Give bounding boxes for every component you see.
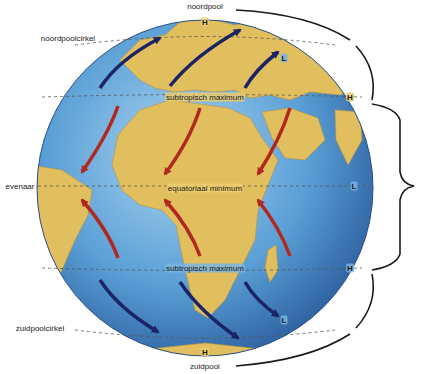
map-label: zuidpool	[189, 362, 221, 371]
map-label: H	[201, 348, 209, 357]
map-label: L	[351, 182, 358, 191]
map-label: evenaar	[5, 182, 36, 191]
map-label: L	[281, 316, 288, 325]
map-label: L	[281, 54, 288, 63]
latitude-lines	[38, 37, 372, 339]
map-label: equatoriaal minimum	[167, 184, 243, 193]
map-label: H	[201, 18, 209, 27]
continents	[30, 18, 365, 374]
westerly-winds	[100, 30, 278, 338]
map-label: subtropisch maximum	[165, 93, 245, 102]
trade-winds	[82, 106, 290, 258]
map-label: H	[346, 264, 354, 273]
map-label: noordpoolcirkel	[40, 34, 96, 43]
map-label: zuidpoolcirkel	[15, 324, 65, 333]
map-label: H	[346, 93, 354, 102]
map-label: subtropisch maximum	[165, 264, 245, 273]
map-label: noordpool	[186, 2, 224, 11]
zone-brackets	[236, 10, 414, 366]
